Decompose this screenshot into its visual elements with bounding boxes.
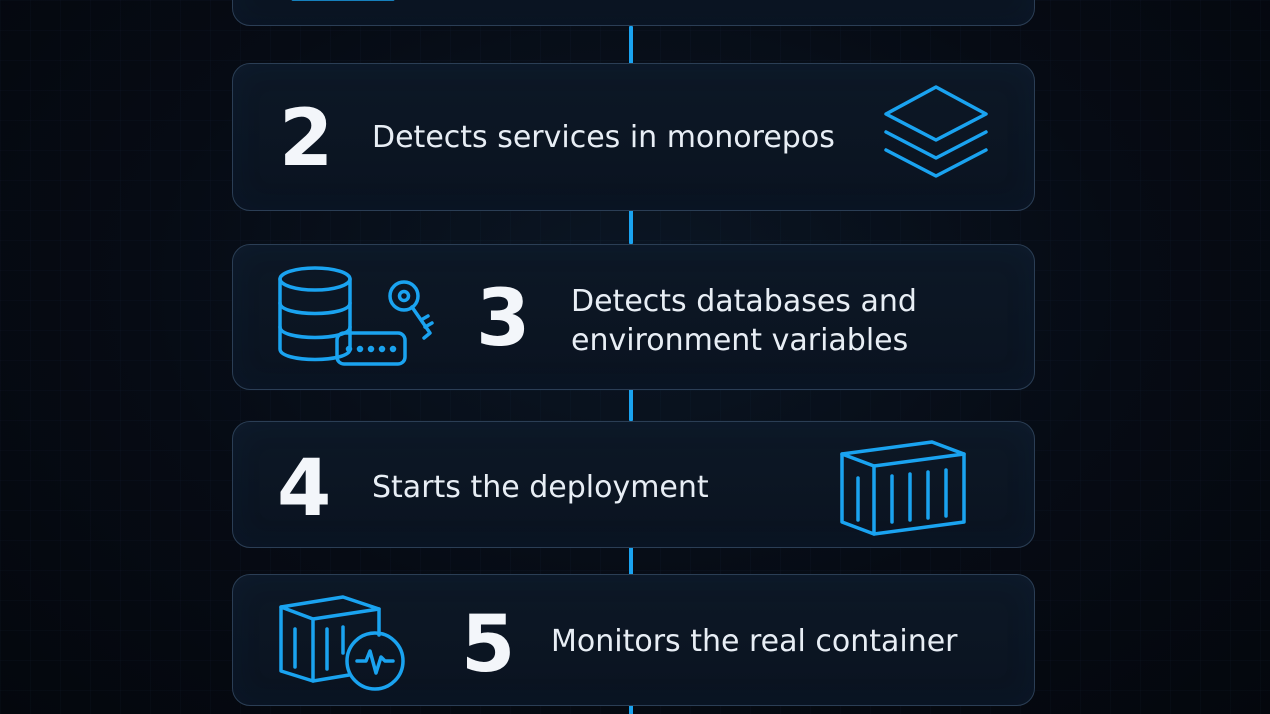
step-number: 4 xyxy=(277,444,332,534)
step-card-2: 2 Detects services in monorepos xyxy=(232,63,1035,211)
step-label: Starts the deployment xyxy=(372,470,709,505)
timeline-connector xyxy=(629,26,633,64)
step-card-5: 5 Monitors the real container xyxy=(232,574,1035,706)
step-label-line-1: Detects databases and xyxy=(571,284,917,319)
step-number: 5 xyxy=(461,600,516,690)
step-number: 3 xyxy=(476,274,531,364)
step-label: Monitors the real container xyxy=(551,624,958,659)
timeline-connector xyxy=(629,210,633,244)
layers-stack-icon xyxy=(881,82,991,192)
step-number: 2 xyxy=(279,94,334,184)
database-key-icon xyxy=(278,265,438,371)
step-card-1 xyxy=(232,0,1035,26)
step-card-4: 4 Starts the deployment xyxy=(232,421,1035,548)
container-health-monitor-icon xyxy=(277,593,409,693)
step-label-line-2: environment variables xyxy=(571,323,909,358)
step-label: Detects services in monorepos xyxy=(372,120,835,155)
timeline-connector xyxy=(629,389,633,421)
timeline-connector xyxy=(629,547,633,575)
step-1-icon-fragment xyxy=(291,0,395,3)
shipping-container-icon xyxy=(838,440,968,536)
timeline-connector xyxy=(629,705,633,714)
step-card-3: 3 Detects databases and environment vari… xyxy=(232,244,1035,390)
